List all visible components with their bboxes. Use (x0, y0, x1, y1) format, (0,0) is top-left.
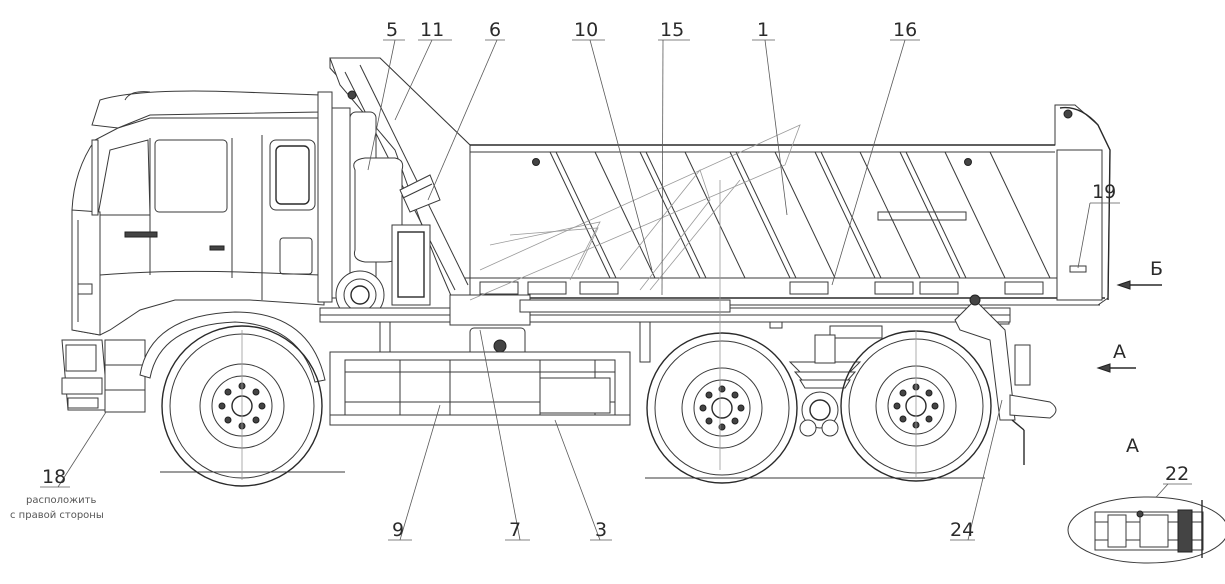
chassis-frame (319, 294, 1057, 465)
body-ribs (549, 151, 1051, 279)
callout-19: 19 (1092, 181, 1116, 203)
ground-lines (160, 471, 985, 479)
callout-16: 16 (893, 19, 917, 41)
view-a-marker: А (1096, 341, 1136, 373)
callout-3: 3 (595, 519, 607, 541)
callout-7: 7 (509, 519, 521, 541)
note-18-line1: расположить (26, 495, 96, 506)
arrow-left-icon (1116, 280, 1131, 290)
cab (61, 90, 326, 413)
callout-11: 11 (420, 19, 444, 41)
ghost-outline (241, 124, 917, 480)
callout-labels: 5 11 6 10 15 1 16 19 18 9 7 3 24 22 (42, 19, 1189, 541)
callout-5: 5 (386, 19, 398, 41)
leader-lines (40, 39, 1192, 541)
callout-9: 9 (392, 519, 404, 541)
view-a-label: А (1113, 341, 1126, 363)
callout-1: 1 (757, 19, 769, 41)
callout-15: 15 (660, 19, 684, 41)
callout-24: 24 (950, 519, 974, 541)
callout-22: 22 (1165, 463, 1189, 485)
rear-suspension (788, 334, 862, 437)
behind-cab-equipment (317, 90, 441, 320)
rear-wheel-1 (646, 332, 798, 484)
callout-18: 18 (42, 466, 66, 488)
view-b-label: Б (1150, 258, 1163, 280)
arrow-left-icon (1096, 363, 1111, 373)
detail-view-a: А (1067, 435, 1225, 564)
body-bottom-slots (479, 281, 1096, 295)
detail-a-label: А (1126, 435, 1139, 457)
callout-10: 10 (574, 19, 598, 41)
view-b-marker: Б (1116, 258, 1163, 290)
callout-6: 6 (489, 19, 501, 41)
note-18-line2: с правой стороны (10, 510, 104, 521)
